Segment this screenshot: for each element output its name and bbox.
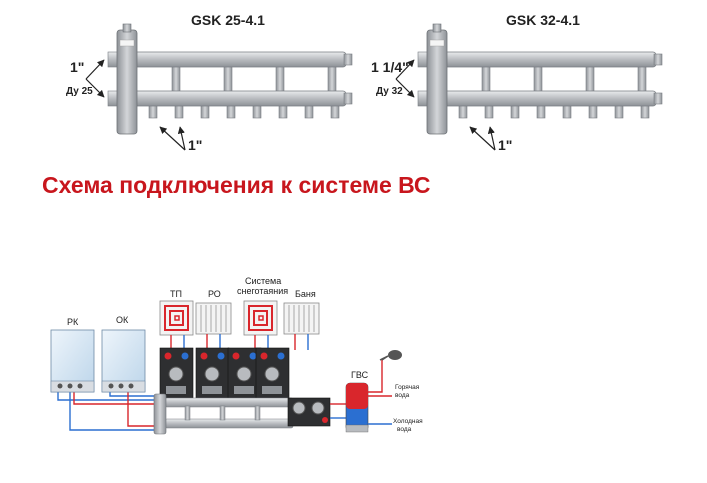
pump-group: [227, 347, 262, 401]
shower-icon: [379, 350, 402, 361]
connectors: [481, 65, 647, 93]
pump-groups: [159, 347, 290, 401]
boiler-label: ОК: [116, 315, 129, 325]
dhw-tank-label: ГВС: [351, 370, 369, 380]
inlet-dn-label: Ду 32: [376, 86, 403, 97]
manifold-title: GSK 25-4.1: [191, 12, 265, 28]
pump-group: [159, 347, 194, 401]
floor-heating-snow: [243, 300, 278, 336]
dhw-pipes: [330, 403, 346, 419]
cold-water-label-2: вода: [397, 426, 412, 433]
manifold-gsk32: GSK 32-4.1 1 1/4" Ду 32 1": [371, 12, 663, 153]
cold-water-label-1: Холодная: [393, 418, 423, 425]
hydraulic-separator: [153, 393, 167, 435]
circuit-label-snow-2: снеготаяния: [237, 286, 288, 296]
distribution-manifold: [153, 393, 294, 435]
boiler-label: РК: [67, 317, 79, 327]
radiator-ro: [195, 302, 232, 335]
return-bar: [133, 90, 347, 107]
connection-scheme: РК ОК ТП РО Система снеготаяния Баня: [50, 276, 423, 435]
circuit-label-ro: РО: [208, 289, 221, 299]
circuit-label-banya: Баня: [295, 289, 316, 299]
outlet-size-label: 1": [498, 137, 512, 153]
manifold-title: GSK 32-4.1: [506, 12, 580, 28]
inlet-size-label: 1": [70, 59, 84, 75]
boiler-rk: РК: [50, 317, 95, 393]
manifold-gsk25: GSK 25-4.1 1" Ду 25: [66, 12, 353, 153]
radiator-banya: [283, 302, 320, 335]
dhw-pump-group: [287, 397, 331, 427]
circuit-label-tp: ТП: [170, 289, 182, 299]
outlet-size-label: 1": [188, 137, 202, 153]
supply-bar: [443, 51, 657, 68]
pump-group: [255, 347, 290, 401]
water-pipes: [368, 355, 392, 425]
boiler-pipes: [57, 391, 158, 431]
inlet-size-label: 1 1/4": [371, 59, 409, 75]
supply-bar: [133, 51, 347, 68]
hot-water-label-1: Горячая: [395, 384, 420, 391]
return-bar: [443, 90, 657, 107]
circuit-pipes: [170, 334, 309, 350]
dhw-tank: [345, 382, 369, 433]
connectors: [171, 65, 337, 93]
floor-heating-tp: [159, 300, 194, 336]
circuit-label-snow-1: Система: [245, 276, 281, 286]
pump-group: [195, 347, 230, 401]
boiler-ok: ОК: [101, 315, 146, 393]
hot-water-label-2: вода: [395, 392, 410, 399]
inlet-dn-label: Ду 25: [66, 86, 93, 97]
section-title: Схема подключения к системе ВС: [42, 172, 431, 198]
